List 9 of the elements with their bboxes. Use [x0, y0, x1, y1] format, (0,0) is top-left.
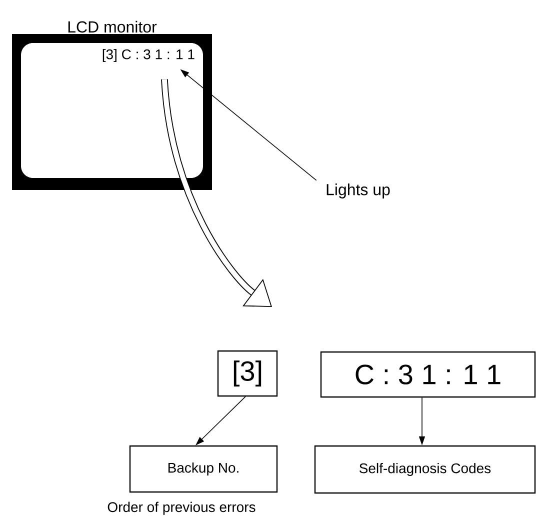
- label-box: [3]: [217, 350, 278, 397]
- caption-text: Order of previous errors: [108, 502, 256, 515]
- callout-text: Lights up: [326, 184, 390, 198]
- label-box: Backup No.: [129, 445, 278, 493]
- node-label: LCD monitor: [68, 20, 157, 33]
- label-box: Self-diagnosis Codes: [314, 445, 536, 494]
- curved-arrow: [161, 78, 272, 307]
- display-text: [3] C : 3 1 : 1 1: [102, 49, 194, 62]
- label-box: C : 3 1 : 1 1: [320, 351, 536, 398]
